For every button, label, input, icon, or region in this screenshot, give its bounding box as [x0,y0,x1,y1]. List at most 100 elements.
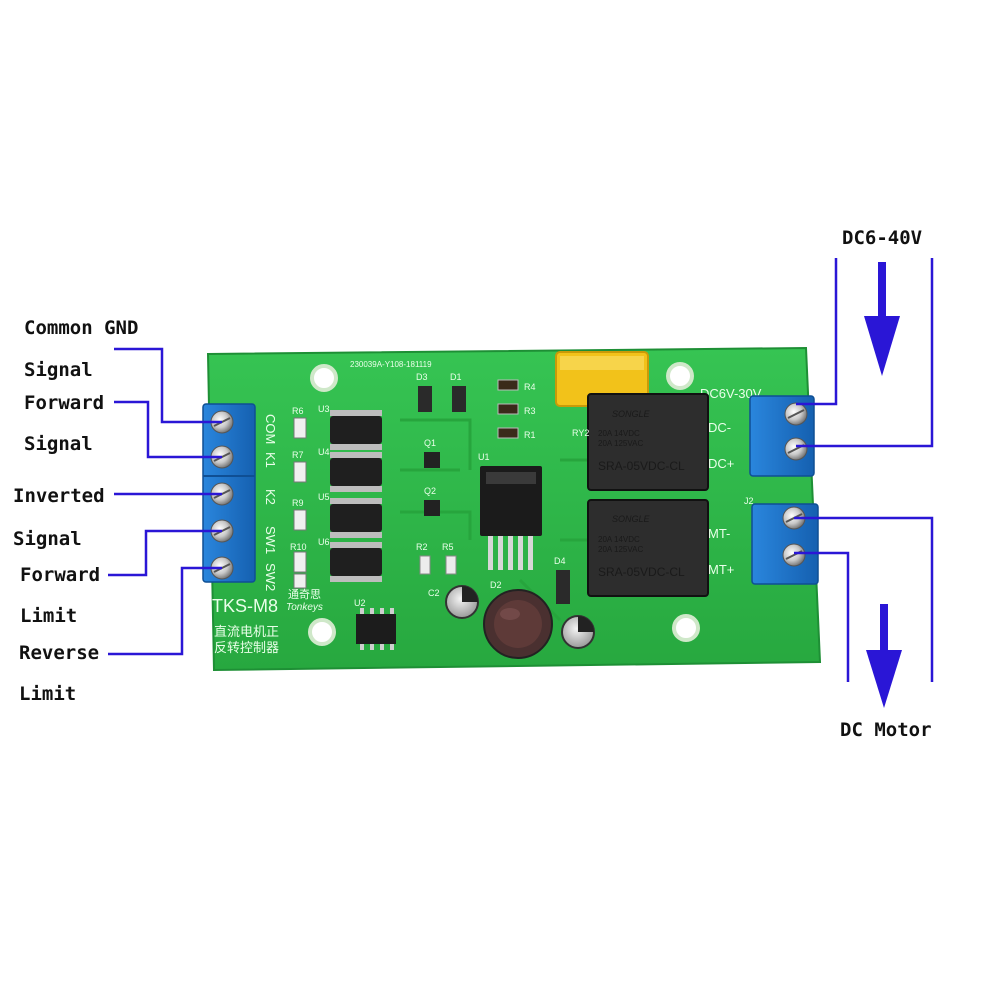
line-reverse-limit [108,566,222,656]
ref-r2: R2 [416,542,428,552]
relay-rating-1: 20A 14VDC [598,535,640,544]
line-forward-limit [108,529,222,577]
relay-2: SONGLE 20A 14VDC 20A 125VAC SRA-05VDC-CL [587,499,709,597]
ref-q1: Q1 [424,438,436,448]
brand-cn: 通奇思 [288,588,321,601]
relay-brand: SONGLE [612,514,651,524]
screw-mt-plus[interactable] [782,543,806,567]
ref-q2: Q2 [424,486,436,496]
board-silkscreen: TKS-M8 直流电机正 反转控制器 通奇思 Tonkeys DC6V-30V [212,386,762,655]
power-arrow [864,262,900,376]
silk-sw2: SW2 [263,563,278,591]
right-labels: DC6-40V DC Motor [840,227,932,741]
brand-label: Tonkeys [286,602,323,613]
line-mt-plus [794,551,850,682]
small-resistors: R2 R5 [416,542,457,575]
ref-r7: R7 [292,450,304,460]
cn-title-line1: 直流电机正 [214,624,279,639]
ref-j2: J2 [744,496,754,506]
right-callout-lines [794,258,934,682]
line-common-gnd [114,347,222,424]
ref-u5: U5 [318,492,330,502]
label-power: DC6-40V [842,227,922,249]
ref-r3: R3 [524,406,536,416]
mounting-hole [310,364,338,392]
label-reverse: Reverse [19,642,99,664]
ref-r5: R5 [442,542,454,552]
silk-com: COM [263,414,278,444]
ref-u4: U4 [318,447,330,457]
regulator-u1: U1 [478,452,542,570]
ref-d1: D1 [450,372,462,382]
relay-brand: SONGLE [612,409,651,419]
model-label: TKS-M8 [212,596,278,616]
silk-dc-minus: DC- [708,420,731,435]
ref-r9: R9 [292,498,304,508]
serial-number: 230039A-Y108-181119 [350,360,432,369]
label-signal-1: Signal [24,359,93,381]
mounting-hole [308,618,336,646]
silk-mt-plus: MT+ [708,562,734,577]
screw-dc-plus[interactable] [784,437,808,461]
silk-mt-minus: MT- [708,526,730,541]
transistors: Q1 Q2 [424,438,440,516]
voltage-label: DC6V-30V [700,386,762,401]
optocoupler-u3 [330,410,382,450]
relay-model: SRA-05VDC-CL [598,565,685,579]
ref-r4: R4 [524,382,536,392]
optocoupler-u4 [330,452,382,492]
motor-arrow [866,604,902,708]
line-mt-minus [794,516,934,682]
ref-d4: D4 [554,556,566,566]
left-callout-lines [108,347,222,656]
ref-u1: U1 [478,452,490,462]
silk-sw1: SW1 [263,526,278,554]
optocouplers: U3 U4 U5 U6 [318,404,382,582]
relay-1: SONGLE 20A 14VDC 20A 125VAC SRA-05VDC-CL… [572,393,709,491]
optocoupler-u5 [330,498,382,538]
ref-ry2: RY2 [572,428,589,438]
relay-rating-2: 20A 125VAC [598,545,643,554]
motor-terminal-block [751,503,819,585]
power-terminal-block [749,395,815,477]
label-forward-2: Forward [20,564,100,586]
relay-rating-2: 20A 125VAC [598,439,643,448]
mounting-hole [666,362,694,390]
resistor-column: R6 R7 R9 R10 [290,406,307,589]
label-forward-1: Forward [24,392,104,414]
electrolytic-capacitors: C2 [428,585,595,649]
ref-d2: D2 [490,580,502,590]
ref-u6: U6 [318,537,330,547]
label-limit-1: Limit [20,605,77,627]
film-capacitor [555,351,649,407]
line-signal-forward [114,400,222,459]
left-terminal-labels: COM K1 K2 SW1 SW2 [263,414,278,591]
ref-u3: U3 [318,404,330,414]
label-signal-2: Signal [24,433,93,455]
diodes: D3 D1 D4 [416,372,570,604]
line-dc-minus [796,258,838,406]
label-motor: DC Motor [840,719,932,741]
silk-k1: K1 [263,452,278,468]
relay-model: SRA-05VDC-CL [598,459,685,473]
ref-d3: D3 [416,372,428,382]
ref-c2: C2 [428,588,440,598]
ref-u2: U2 [354,598,366,608]
silk-dc-plus: DC+ [708,456,734,471]
cn-title-line2: 反转控制器 [214,640,279,655]
screw-dc-minus[interactable] [784,402,808,426]
right-terminal-labels: DC- DC+ MT- MT+ J2 [708,420,754,577]
mounting-hole [672,614,700,642]
optocoupler-u6 [330,542,382,582]
label-limit-2: Limit [19,683,76,705]
left-labels: Common GND Signal Forward Signal Inverte… [13,317,138,705]
ref-r10: R10 [290,542,307,552]
silk-k2: K2 [263,489,278,505]
ic-u2: U2 [354,598,396,650]
relay-rating-1: 20A 14VDC [598,429,640,438]
label-inverted: Inverted [13,485,105,507]
label-common-gnd: Common GND [24,317,138,339]
ref-r6: R6 [292,406,304,416]
smd-resistors: R4 R3 R1 [497,379,536,440]
